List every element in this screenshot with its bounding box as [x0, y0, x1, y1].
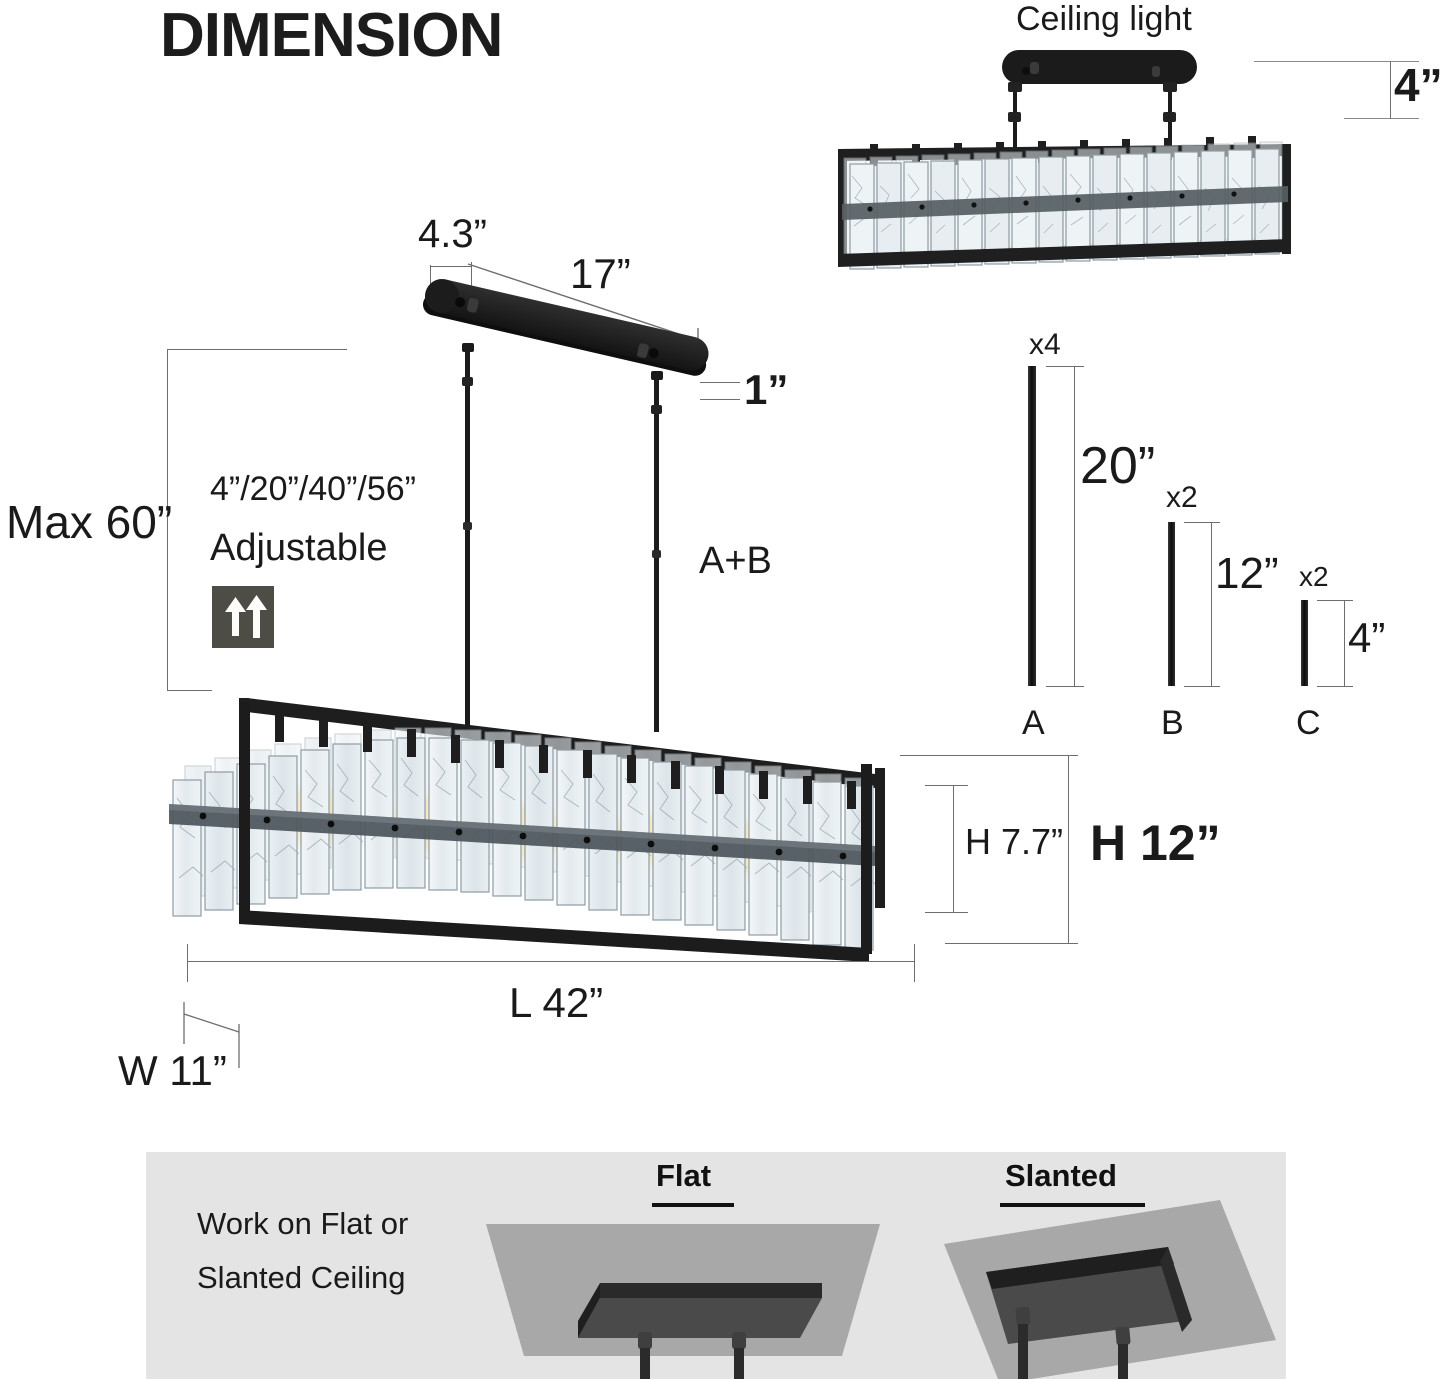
- ceiling-light-illustration: [838, 50, 1291, 270]
- inner-height-dim-bottom: [925, 912, 968, 913]
- total-height-dim-bottom: [945, 943, 1078, 944]
- ceiling-height-dim-bottom: [1344, 118, 1419, 119]
- slanted-heading-underline: [1000, 1203, 1145, 1207]
- ceiling-height-label: 4”: [1394, 59, 1443, 111]
- max-height-dim-vert: [167, 349, 168, 691]
- length-label: L 42”: [509, 979, 604, 1026]
- flat-ceiling-illustration: [486, 1224, 880, 1379]
- flat-heading-underline: [652, 1203, 734, 1207]
- total-height-label: H 12”: [1090, 815, 1221, 871]
- total-height-dim-vert: [1068, 755, 1069, 944]
- width-label: W 11”: [118, 1047, 227, 1094]
- rod-c-dim-vert: [1344, 600, 1345, 687]
- inner-height-label: H 7.7”: [965, 821, 1064, 862]
- rod-c-length: 4”: [1348, 614, 1386, 661]
- canopy-width-label: 4.3”: [418, 212, 487, 256]
- page-title: DIMENSION: [160, 1, 503, 70]
- inner-height-dim-vert: [953, 785, 954, 913]
- rod-a-id: A: [1022, 704, 1045, 742]
- canopy-thickness-dim-bottom: [700, 399, 740, 400]
- rod-c-dim-bottom: [1317, 686, 1353, 687]
- rod-a-length: 20”: [1080, 437, 1156, 495]
- max-height-label: Max 60”: [6, 496, 173, 548]
- ceiling-light-caption: Ceiling light: [1016, 0, 1192, 38]
- rod-a-qty: x4: [1029, 328, 1061, 361]
- width-dim: [183, 1002, 240, 1068]
- rod-combo-label: A+B: [699, 540, 772, 582]
- slanted-ceiling-illustration: [944, 1200, 1276, 1379]
- rod-a-dim-top: [1046, 366, 1084, 367]
- rod-b-dim-top: [1184, 522, 1220, 523]
- slanted-heading: Slanted: [1005, 1158, 1117, 1193]
- rod-a-bar: [1028, 366, 1036, 686]
- length-dim: [187, 961, 915, 962]
- up-arrows-icon: [212, 586, 274, 648]
- adjustable-values-label: 4”/20”/40”/56”: [210, 470, 416, 508]
- canopy-thickness-dim-top: [700, 382, 740, 383]
- canopy-width-tick-left: [430, 265, 431, 291]
- suspension-rods: [462, 343, 663, 732]
- chandelier-illustration: [169, 698, 885, 962]
- rod-c-bar: [1301, 600, 1308, 686]
- canopy-length-label: 17”: [570, 250, 631, 297]
- rod-b-length: 12”: [1215, 549, 1279, 598]
- rod-b-id: B: [1161, 704, 1184, 742]
- rod-b-bar: [1168, 522, 1175, 686]
- adjustable-label: Adjustable: [210, 527, 388, 569]
- rod-b-dim-bottom: [1184, 686, 1220, 687]
- rod-a-dim-bottom: [1046, 686, 1084, 687]
- ceiling-note-line1: Work on Flat or: [197, 1206, 409, 1241]
- canopy-width-dim: [430, 266, 472, 267]
- length-dim-tick-right: [914, 944, 915, 982]
- ceiling-note-line2: Slanted Ceiling: [197, 1260, 406, 1295]
- rod-c-qty: x2: [1299, 561, 1329, 592]
- total-height-dim-top: [900, 755, 1078, 756]
- rod-b-dim-vert: [1211, 522, 1212, 687]
- ceiling-height-dim-top: [1254, 61, 1419, 62]
- max-height-dim-bottom: [167, 690, 212, 691]
- inner-height-dim-top: [925, 785, 968, 786]
- canopy-illustration: [422, 279, 709, 376]
- canopy-width-tick-right: [471, 262, 472, 288]
- max-height-dim-top: [167, 349, 347, 350]
- rod-a-dim-vert: [1074, 366, 1075, 687]
- rod-c-id: C: [1296, 704, 1321, 742]
- rod-b-qty: x2: [1166, 481, 1198, 514]
- length-dim-tick-left: [187, 944, 188, 982]
- flat-heading: Flat: [656, 1158, 712, 1193]
- canopy-thickness-label: 1”: [744, 366, 789, 413]
- ceiling-height-dim-vert: [1390, 61, 1391, 119]
- rod-c-dim-top: [1317, 600, 1353, 601]
